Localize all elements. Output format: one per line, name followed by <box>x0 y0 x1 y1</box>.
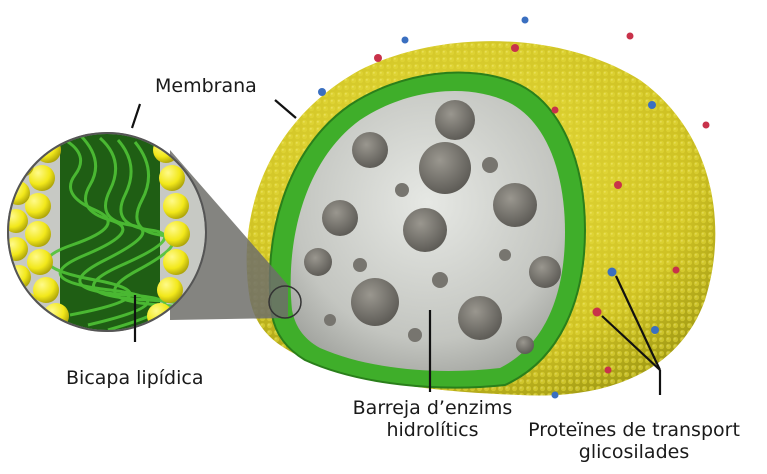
membrane-pointer-2 <box>275 100 296 118</box>
proteins-label-line2: glicosilades <box>505 442 763 464</box>
lysosome-body <box>247 17 716 399</box>
lipid-bilayer-label: Bicapa lipídica <box>66 368 203 390</box>
enzymes-label-line1: Barreja d’enzims <box>310 398 555 420</box>
proteins-label: Proteïnes de transport glicosilades <box>505 420 763 464</box>
membrane-label: Membrana <box>155 76 257 98</box>
proteins-label-line1: Proteïnes de transport <box>505 420 763 442</box>
membrane-pointer <box>132 104 140 128</box>
